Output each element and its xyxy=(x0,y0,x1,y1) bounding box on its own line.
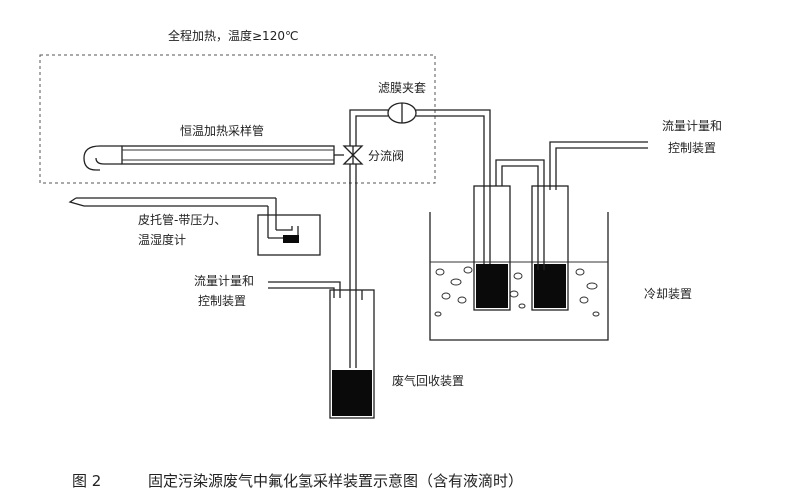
heated-sampling-probe xyxy=(83,145,335,171)
diverter-valve xyxy=(334,145,364,165)
line-impinger-bridge xyxy=(495,159,545,270)
heated-probe-label: 恒温加热采样管 xyxy=(180,123,264,138)
pitot-label-line1: 皮托管-带压力、 xyxy=(138,212,226,227)
figure-number: 图 2 xyxy=(72,472,101,490)
cooling-device-label: 冷却装置 xyxy=(644,287,692,301)
flow-control-left-line xyxy=(268,281,341,298)
heating-zone-label: 全程加热，温度≥120℃ xyxy=(168,28,298,43)
exhaust-recovery-bottle xyxy=(329,289,375,419)
line-to-flow-control-right xyxy=(549,141,648,190)
figure-caption: 固定污染源废气中氟化氢采样装置示意图（含有液滴时） xyxy=(148,472,523,490)
flow-control-left-label-line1: 流量计量和 xyxy=(194,274,254,288)
heating-zone-boundary xyxy=(39,54,436,184)
line-filter-to-impinger xyxy=(416,109,491,270)
diverter-valve-label: 分流阀 xyxy=(368,149,404,163)
filter-holder-label: 滤膜夹套 xyxy=(378,81,426,95)
pitot-tube xyxy=(68,197,277,238)
impinger-1 xyxy=(473,185,511,311)
flow-control-left-label-line2: 控制装置 xyxy=(198,294,246,308)
flow-control-right-label-line2: 控制装置 xyxy=(668,141,716,155)
pitot-label-line2: 温湿度计 xyxy=(138,232,186,247)
line-valve-to-filter xyxy=(349,109,388,146)
cooling-bath xyxy=(429,212,609,341)
filter-holder xyxy=(387,102,417,124)
exhaust-recovery-label: 废气回收装置 xyxy=(392,373,464,388)
impinger-2 xyxy=(531,185,569,311)
pressure-temp-humidity-gauge xyxy=(257,214,321,256)
flow-control-right-label-line1: 流量计量和 xyxy=(662,119,722,133)
